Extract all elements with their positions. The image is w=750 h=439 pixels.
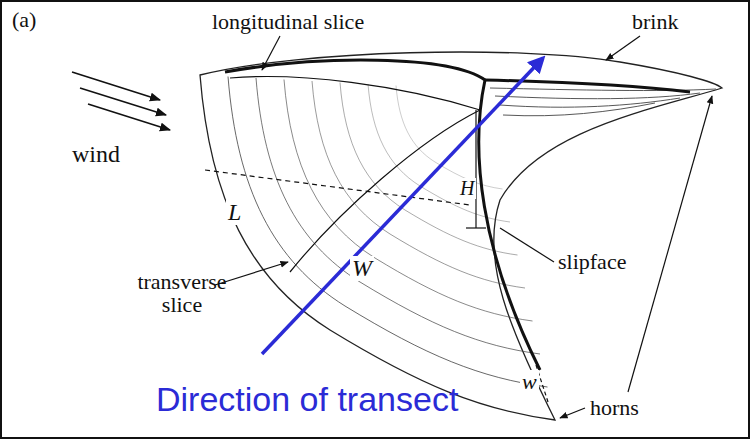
- dune-outline: [200, 52, 722, 420]
- slices: [205, 77, 548, 402]
- slice-label: transverse slice: [132, 270, 232, 316]
- dimension-label: w: [520, 370, 539, 393]
- wind-label: wind: [72, 142, 120, 167]
- dimension-label: H: [458, 178, 476, 199]
- panel-letter: (a): [12, 8, 36, 31]
- brink-line: [225, 60, 690, 370]
- slice-label: longitudinal slice: [212, 10, 364, 33]
- dimension-label: W: [350, 256, 374, 281]
- wind-arrows: [72, 72, 170, 130]
- dimension-label: L: [226, 200, 243, 225]
- slipface-label: slipface: [558, 250, 626, 273]
- transect-label: Direction of transect: [156, 382, 458, 418]
- leader-lines: [215, 36, 712, 418]
- transect-arrow: [262, 58, 543, 354]
- horns-label: horns: [590, 396, 639, 419]
- brink-label: brink: [632, 10, 678, 33]
